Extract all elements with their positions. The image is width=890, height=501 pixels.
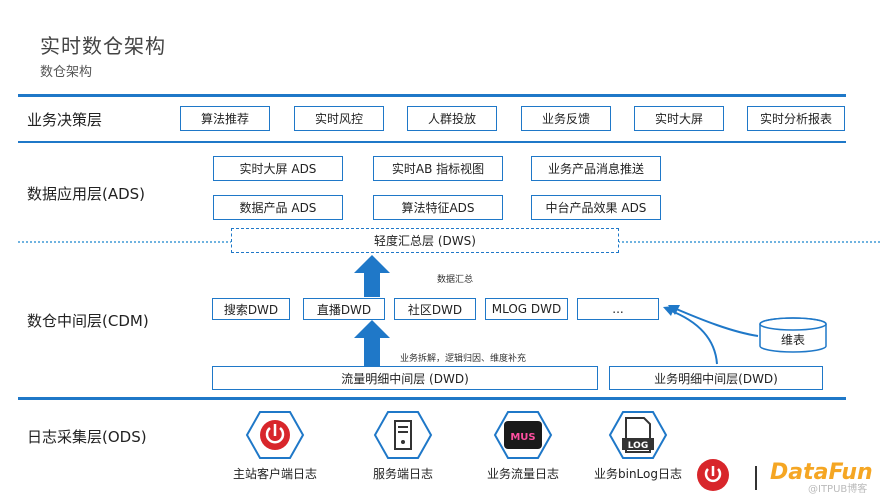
netease-music-icon bbox=[245, 411, 305, 459]
divider-ods bbox=[18, 397, 846, 400]
decision-item: 实时分析报表 bbox=[747, 106, 845, 131]
ads-item: 实时大屏 ADS bbox=[213, 156, 343, 181]
dimension-table-icon bbox=[759, 317, 827, 353]
layer-label-ods: 日志采集层(ODS) bbox=[27, 428, 147, 446]
decision-item: 人群投放 bbox=[407, 106, 497, 131]
decision-item: 实时大屏 bbox=[634, 106, 724, 131]
dim-arrow-icon bbox=[668, 305, 759, 337]
ads-item: 数据产品 ADS bbox=[213, 195, 343, 220]
server-icon bbox=[373, 411, 433, 459]
source-label: 业务binLog日志 bbox=[594, 467, 682, 481]
dwd-business-box: 业务明细中间层(DWD) bbox=[609, 366, 823, 390]
layer-label-ads: 数据应用层(ADS) bbox=[27, 185, 146, 203]
dwd-item: 搜索DWD bbox=[212, 298, 290, 320]
dimension-table-label: 维表 bbox=[781, 333, 806, 347]
footer-separator bbox=[755, 466, 757, 490]
decision-item: 业务反馈 bbox=[521, 106, 611, 131]
page-title: 实时数仓架构 bbox=[40, 34, 166, 58]
netease-logo-icon bbox=[697, 459, 729, 491]
ads-item: 算法特征ADS bbox=[373, 195, 503, 220]
ads-item: 中台产品效果 ADS bbox=[531, 195, 661, 220]
divider-top bbox=[18, 94, 846, 97]
watermark: @ITPUB博客 bbox=[808, 484, 868, 495]
dws-box: 轻度汇总层 (DWS) bbox=[231, 228, 619, 253]
note-summary: 数据汇总 bbox=[437, 275, 474, 285]
dwd-item: 社区DWD bbox=[394, 298, 476, 320]
ads-item: 实时AB 指标视图 bbox=[373, 156, 503, 181]
datafun-logo: DataFun bbox=[770, 460, 873, 485]
up-arrow-icon bbox=[354, 320, 390, 366]
mus-icon: MUS bbox=[493, 411, 553, 459]
decision-item: 实时风控 bbox=[294, 106, 384, 131]
ads-item: 业务产品消息推送 bbox=[531, 156, 661, 181]
up-arrow-icon bbox=[354, 255, 390, 297]
layer-label-decision: 业务决策层 bbox=[27, 111, 103, 129]
dwd-traffic-box: 流量明细中间层 (DWD) bbox=[212, 366, 598, 390]
dwd-item: 直播DWD bbox=[303, 298, 385, 320]
page-subtitle: 数仓架构 bbox=[40, 65, 93, 80]
source-label: 业务流量日志 bbox=[486, 467, 559, 481]
source-label: 服务端日志 bbox=[372, 467, 433, 481]
log-icon-text: LOG bbox=[628, 441, 648, 451]
note-split: 业务拆解，逻辑归因、维度补充 bbox=[400, 354, 527, 364]
decision-item: 算法推荐 bbox=[180, 106, 270, 131]
source-label: 主站客户端日志 bbox=[232, 467, 317, 481]
log-file-icon: LOG bbox=[608, 411, 668, 459]
mus-icon-text: MUS bbox=[510, 432, 535, 443]
dwd-item: MLOG DWD bbox=[485, 298, 568, 320]
divider-decision bbox=[18, 141, 846, 143]
layer-label-cdm: 数仓中间层(CDM) bbox=[27, 312, 149, 330]
dwd-item: ... bbox=[577, 298, 659, 320]
